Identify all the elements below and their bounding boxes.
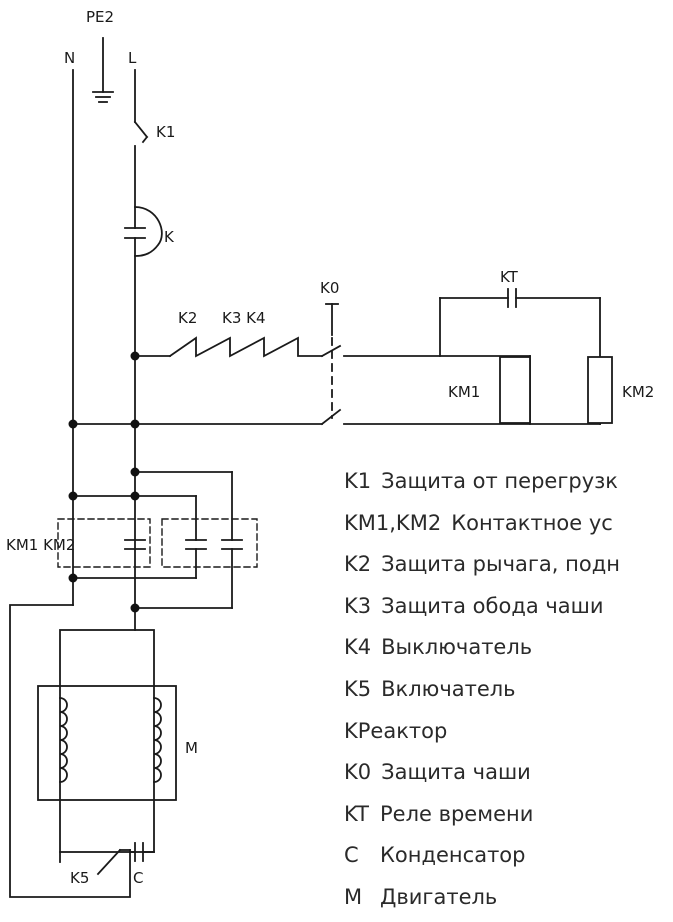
legend-item-k3: K3 Защита обода чаши (344, 589, 673, 631)
legend-code: K3 (344, 593, 372, 618)
label-k3-k4: K3 K4 (222, 309, 266, 327)
legend-item-c: C Конденсатор (344, 838, 673, 880)
legend-code: KT (344, 801, 369, 826)
live-line (124, 69, 149, 609)
legend-item-k4: K4 Выключатель (344, 630, 673, 672)
legend-code: K1 (344, 469, 372, 493)
legend-desc: Защита рычага, подн (381, 552, 620, 577)
label-c: C (133, 869, 143, 887)
k0-switch (325, 303, 339, 419)
legend-code: K2 (344, 552, 372, 577)
legend-item-k-reactor: KPеактор (344, 714, 673, 756)
legend-desc: Включатель (381, 676, 516, 701)
outer-wire (9, 604, 131, 898)
label-k0: K0 (320, 279, 339, 297)
label-kt: KT (500, 268, 519, 286)
label-km1-coil: KM1 (448, 383, 480, 401)
label-m: M (185, 739, 198, 757)
contactor-network (57, 471, 258, 609)
legend-desc: Защита обода чаши (381, 593, 604, 618)
label-k: K (164, 228, 175, 246)
legend-item-k1: K1 Защита от перегрузк (344, 464, 673, 506)
label-k2: K2 (178, 309, 197, 327)
starter-circuit (59, 842, 155, 876)
label-n: N (64, 49, 75, 67)
ground-symbol (92, 37, 114, 103)
legend-item-m: M Двигатель (344, 880, 673, 922)
legend-desc: Реле времени (380, 801, 534, 826)
legend-code: K0 (344, 760, 372, 785)
legend-code: KPеактор (344, 718, 448, 743)
legend-desc: Конденсатор (380, 843, 526, 868)
legend-desc: Двигатель (380, 884, 498, 909)
label-k1: K1 (156, 123, 175, 141)
label-km2-coil: KM2 (622, 383, 654, 401)
legend-code: KM1,KM2 (344, 510, 442, 535)
legend-desc: Контактное ус (451, 510, 613, 535)
km1-coil (499, 356, 531, 424)
legend-item-k2: K2 Защита рычага, подн (344, 547, 673, 589)
motor-m (37, 607, 177, 853)
legend-desc: Защита от перегрузк (381, 469, 618, 493)
junction-dots (68, 351, 140, 613)
km2-coil (587, 356, 613, 424)
legend: K1 Защита от перегрузк KM1,KM2 Контактное … (344, 464, 673, 922)
thermal-protector-k (134, 206, 163, 257)
legend-item-km1-km2: KM1,KM2 Контактное ус (344, 506, 673, 548)
label-pe2: PE2 (86, 8, 114, 26)
legend-desc: Защита чаши (381, 760, 531, 785)
legend-item-k0: K0 Защита чаши (344, 755, 673, 797)
legend-item-kt: KT Реле времени (344, 797, 673, 839)
legend-code: K4 (344, 635, 372, 660)
label-km1-km2: KM1 KM2 (6, 536, 75, 554)
legend-code: K5 (344, 676, 372, 701)
legend-code: M (344, 884, 363, 909)
legend-item-k5: K5 Включатель (344, 672, 673, 714)
label-k5: K5 (70, 869, 89, 887)
legend-code: C (344, 843, 359, 868)
label-l: L (128, 49, 137, 67)
legend-desc: Выключатель (381, 635, 533, 660)
